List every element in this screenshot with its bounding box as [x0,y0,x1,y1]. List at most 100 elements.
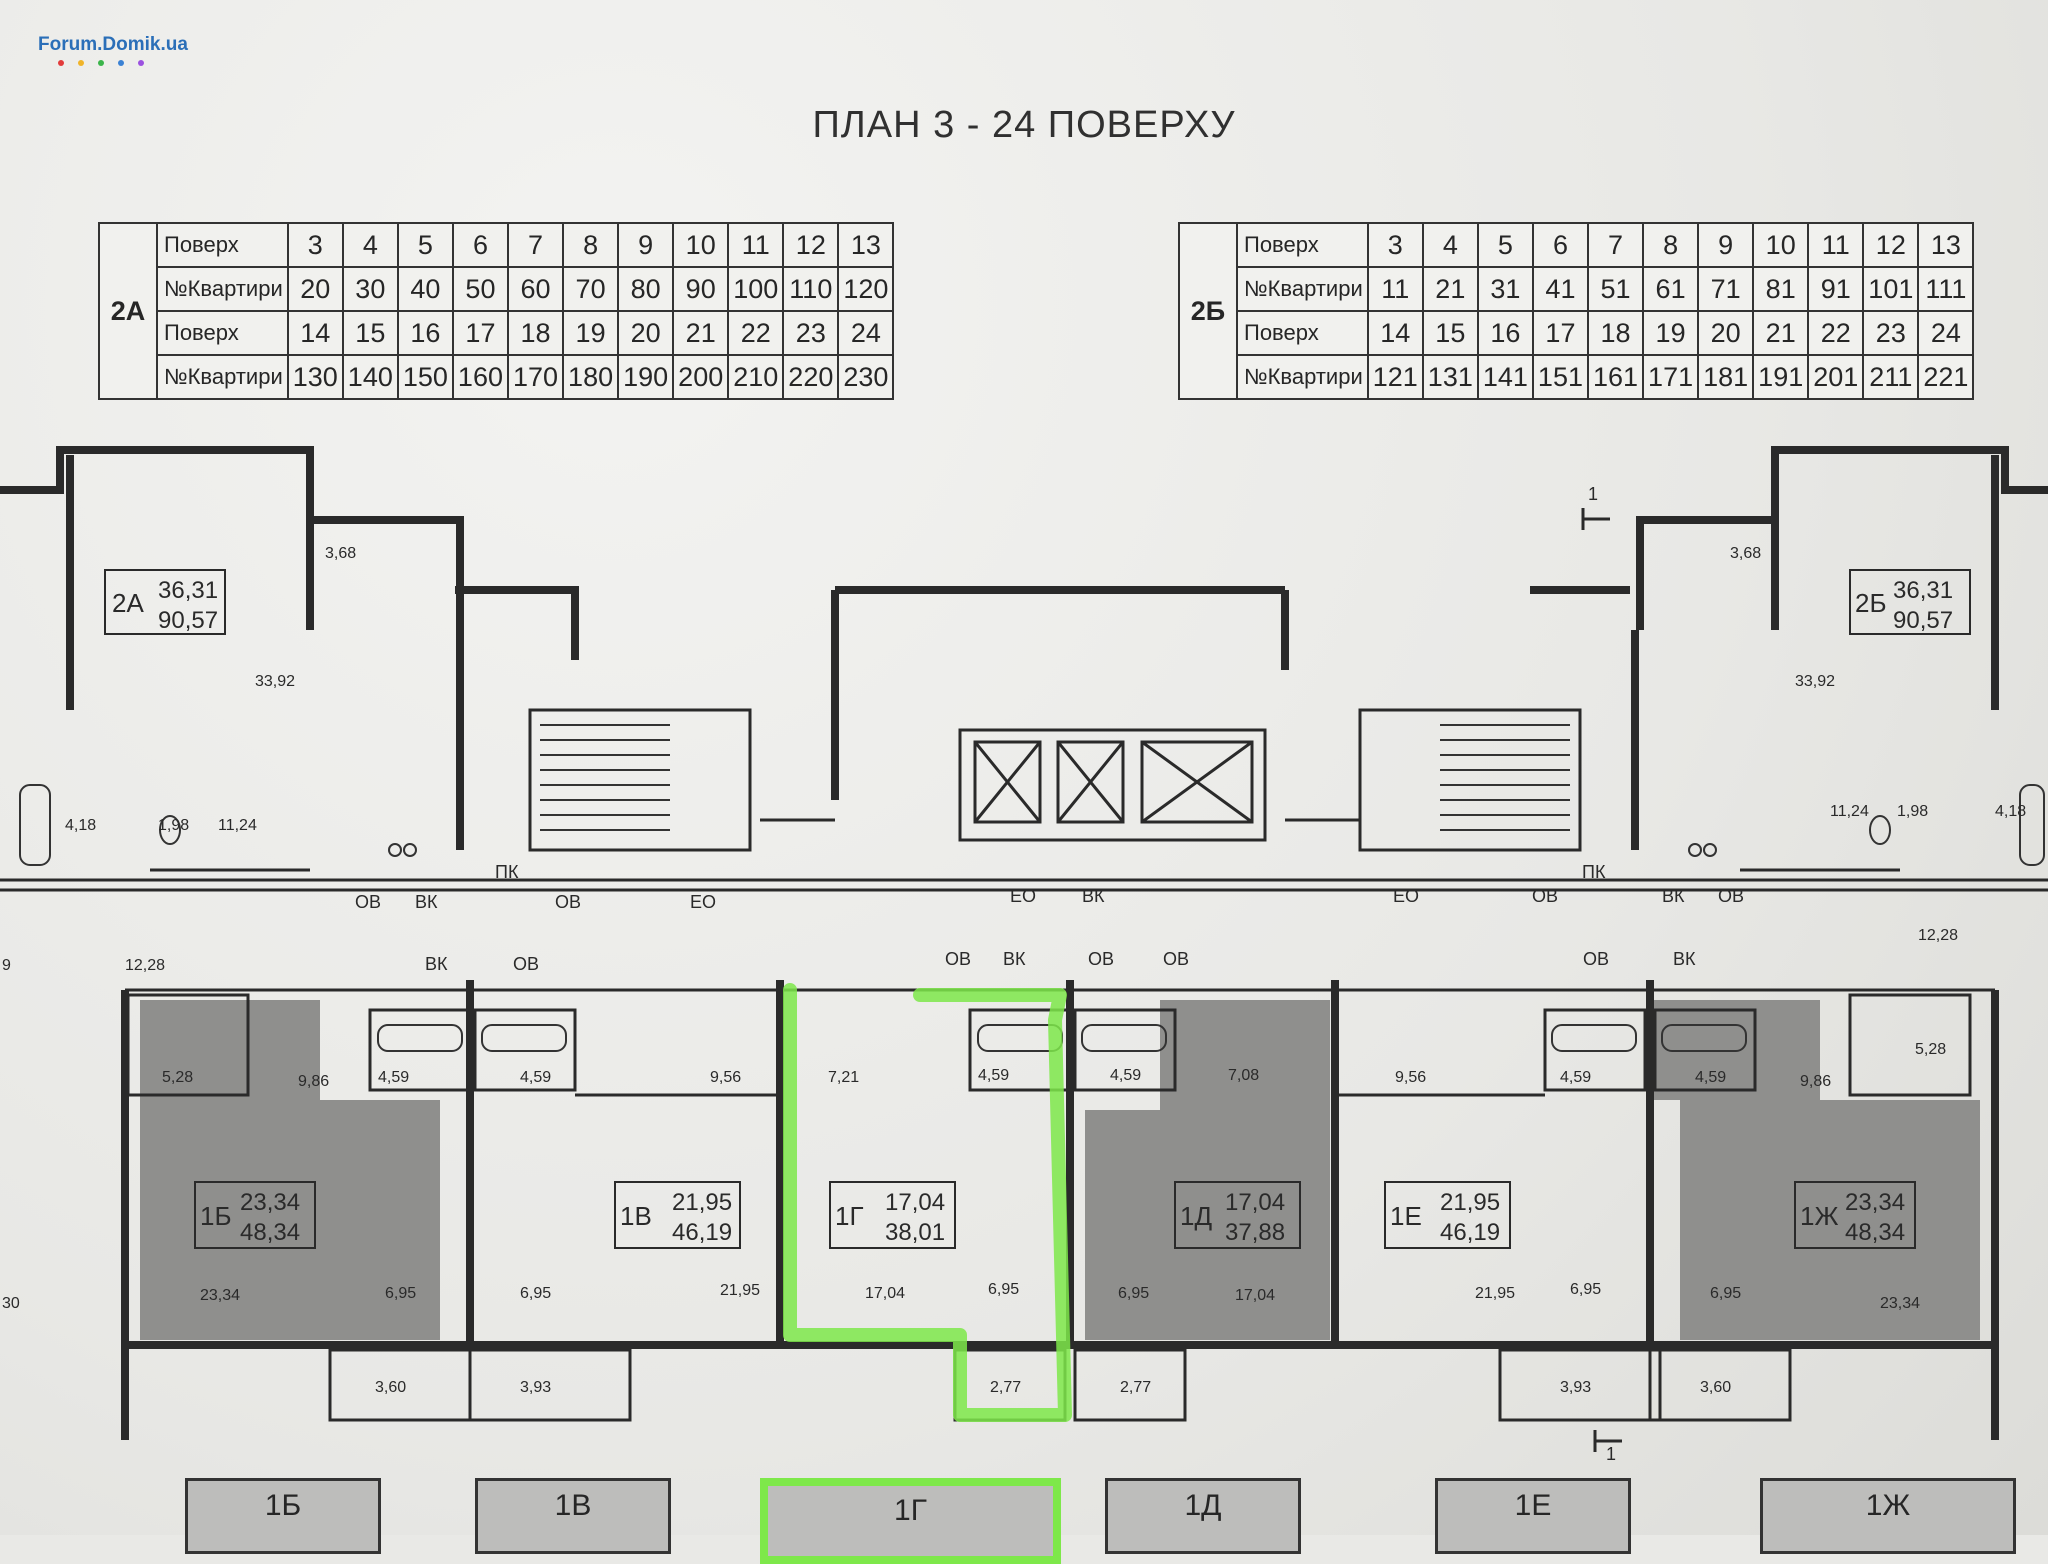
highlight-outline-1g [783,983,1072,1422]
apartment-living-area: 21,95 [1440,1189,1500,1216]
section-mark: 1 [1606,1444,1616,1464]
section-mark: 1 [1588,484,1598,504]
apartment-total-area: 46,19 [1440,1219,1500,1246]
balcony [1073,1348,1187,1422]
bottom-label-1zh: 1Ж [1760,1478,2016,1554]
room-area: 30 [2,1295,20,1312]
shaft-label: ОВ [1532,886,1558,906]
shaft-label: ОВ [1088,949,1114,969]
shaft-label: ПК [1582,862,1606,882]
table-cell: 14 [1366,310,1424,356]
room-area: 33,92 [1795,673,1835,690]
table-cell: 23 [782,310,840,356]
table-cell: 71 [1697,266,1755,312]
stove [1703,843,1717,857]
room-area: 21,95 [1475,1285,1515,1302]
stair-enclosure-left [528,708,752,852]
table-cell: 220 [782,354,840,400]
table-cell: 13 [1917,222,1975,268]
table-cell: 16 [396,310,454,356]
bathtub [481,1024,567,1052]
table-cell: 9 [1697,222,1755,268]
apartment-label-boxes [104,569,1971,1249]
table-cell: 141 [1476,354,1534,400]
table-cell: 16 [1476,310,1534,356]
apartment-living-area: 36,31 [158,577,218,604]
apartment-living-area: 23,34 [240,1189,300,1216]
shaft-label: ПК [495,862,519,882]
shaft-label: ЕО [690,892,716,912]
table-cell: 19 [562,310,620,356]
table-cell: 12 [1862,222,1920,268]
floor-plan-drawing: 2А 36,31 90,57 2Б 36,31 90,57 1Б 23,34 4… [0,446,2048,1464]
room-area: 3,60 [375,1379,406,1396]
apartment-id: 1Г [835,1201,864,1231]
shaft-label: ОВ [555,892,581,912]
table-cell: 6 [1531,222,1589,268]
dark-room [1085,1110,1330,1340]
table-cell: 8 [562,222,620,268]
table-cell: 81 [1752,266,1810,312]
dark-room [140,1100,440,1340]
room-area: 6,95 [385,1285,416,1302]
bottom-label-1d: 1Д [1105,1478,1301,1554]
room-area: 1,98 [158,817,189,834]
bathroom [126,993,250,1097]
room-area: 9,56 [710,1069,741,1086]
apartment-total-area: 38,01 [885,1219,945,1246]
bathtub [1551,1024,1637,1052]
table-cell: 18 [506,310,565,356]
room-area: 17,04 [1235,1287,1275,1304]
room-area: 11,24 [1830,803,1869,820]
table-cell: 18 [1586,310,1645,356]
apartment-id: 1Ж [1800,1201,1838,1231]
table-cell: 50 [451,266,509,312]
room-area: 4,59 [378,1069,409,1086]
apartment-living-area: 23,34 [1845,1189,1905,1216]
table-cell: 17 [1531,310,1589,356]
watermark-dots [58,60,144,66]
dark-room [140,1000,320,1100]
room-area: 7,08 [1228,1067,1259,1084]
table-cell: 60 [506,266,565,312]
room-area: 23,34 [200,1287,240,1304]
table-apartment-label: №Квартири [1236,266,1369,312]
table-cell: 210 [727,354,785,400]
room-area: 23,34 [1880,1295,1920,1312]
room-area: 33,92 [255,673,295,690]
table-cell: 200 [672,354,730,400]
watermark-dot [118,60,124,66]
room-area: 2,77 [1120,1379,1151,1396]
apartment-id: 1Д [1180,1201,1212,1231]
bottom-label-1e: 1Е [1435,1478,1631,1554]
watermark-dot [138,60,144,66]
label-box-1d [1174,1181,1301,1249]
room-area: 7,21 [828,1069,859,1086]
room-area: 6,95 [988,1281,1019,1298]
apartment-labels: 2А 36,31 90,57 2Б 36,31 90,57 1Б 23,34 4… [112,577,1953,1246]
shaft-label: ОВ [355,892,381,912]
table-cell: 41 [1531,266,1589,312]
apartment-living-area: 17,04 [885,1189,945,1216]
room-area: 4,59 [1110,1067,1141,1084]
table-cell: 5 [396,222,454,268]
label-box-1zh [1794,1181,1916,1249]
table-cell: 11 [727,222,785,268]
room-area: 3,68 [325,545,356,562]
wall [455,586,579,660]
label-box-1g [829,1181,956,1249]
room-area: 4,18 [1995,803,2026,820]
wall [0,446,314,630]
room-area: 6,95 [520,1285,551,1302]
room-area: 4,18 [65,817,96,834]
bathroom [1543,1008,1647,1092]
shaft-label: ВК [1003,949,1026,969]
balcony [1498,1348,1662,1422]
room-area: 4,59 [1560,1069,1591,1086]
apartment-table-2b: 2Б Поверх 3 4 5 6 7 8 9 10 11 12 13 №Ква… [1178,222,1975,400]
table-cell: 191 [1752,354,1810,400]
apartment-id: 1В [620,1201,652,1231]
table-cell: 221 [1917,354,1975,400]
table-cell: 51 [1586,266,1645,312]
table-cell: 40 [396,266,454,312]
